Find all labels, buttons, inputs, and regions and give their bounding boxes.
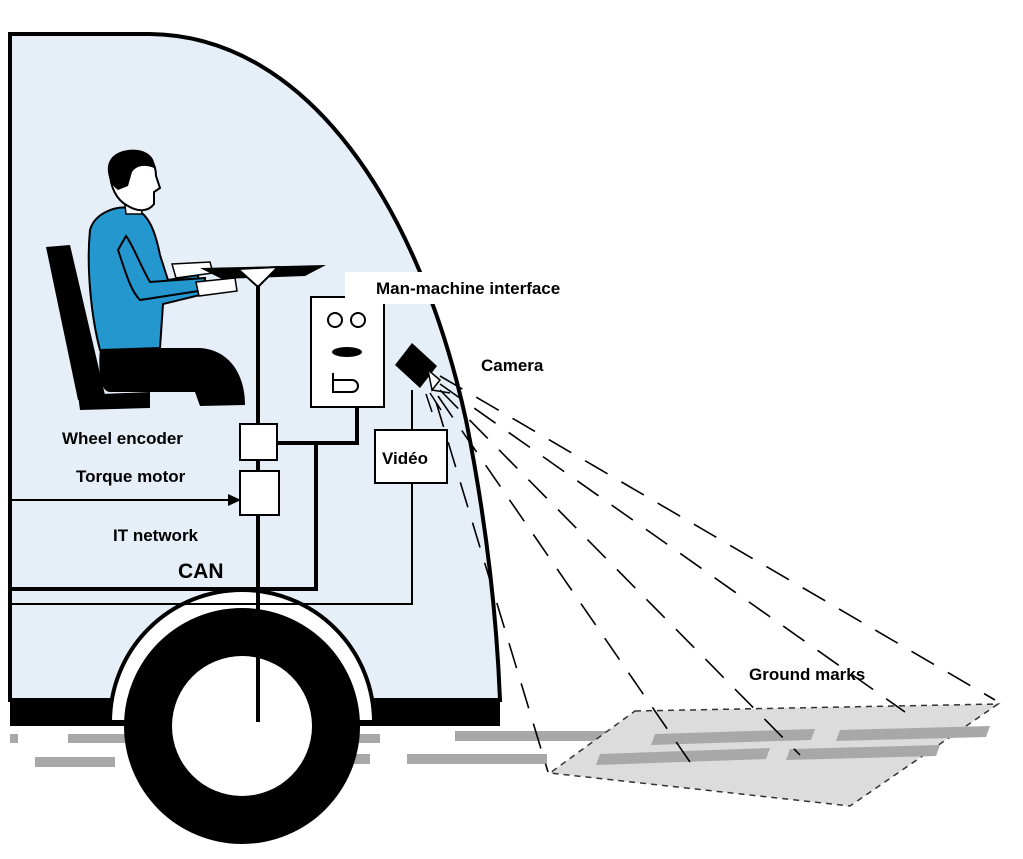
mmi-panel <box>310 296 385 408</box>
camera-view-rays <box>435 375 996 773</box>
video-box <box>374 429 448 484</box>
mmi-label-bg <box>345 272 630 304</box>
label-can: CAN <box>178 560 224 583</box>
label-ground-marks: Ground marks <box>749 665 865 684</box>
wheel-encoder-box <box>239 423 278 461</box>
label-it-network: IT network <box>113 526 199 545</box>
network-arrow <box>228 494 241 506</box>
steering-wheel <box>200 265 326 289</box>
wheel <box>107 588 377 844</box>
driver-figure <box>87 149 245 406</box>
ground-mark-stripes <box>596 726 990 765</box>
label-man-machine-interface: Man-machine interface <box>376 279 560 298</box>
label-torque-motor: Torque motor <box>76 467 186 486</box>
label-wheel-encoder: Wheel encoder <box>62 429 183 448</box>
seat <box>46 245 150 410</box>
wiring <box>10 390 413 605</box>
torque-motor-box <box>239 470 280 516</box>
camera <box>395 343 451 413</box>
label-video: Vidéo <box>382 449 428 468</box>
label-camera: Camera <box>481 356 544 375</box>
